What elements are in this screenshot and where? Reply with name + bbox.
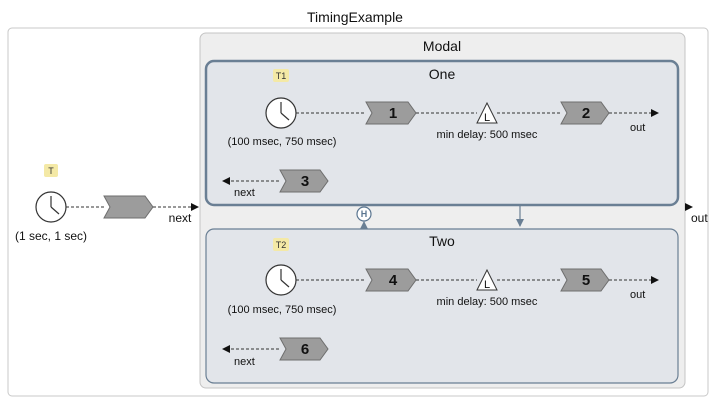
outer-actor[interactable] <box>103 195 154 219</box>
actor-block-number: 2 <box>582 105 590 122</box>
next-port-triangle-icon <box>222 345 230 353</box>
outer-timer-badge <box>44 164 58 177</box>
actor-block-number: 4 <box>389 272 398 289</box>
actor-block-number: 1 <box>389 105 397 122</box>
state-one[interactable] <box>204 59 680 207</box>
actor-block[interactable] <box>365 268 417 292</box>
modal-title: Modal <box>423 38 461 54</box>
state-one-title: One <box>429 66 456 82</box>
outer-timer-label: (1 sec, 1 sec) <box>15 229 87 243</box>
next-port-triangle-icon <box>222 177 230 185</box>
delay-symbol: L <box>484 279 490 291</box>
diagram-title: TimingExample <box>307 9 403 25</box>
delay-symbol: L <box>484 112 490 124</box>
history-symbol: H <box>361 209 368 219</box>
state-two-out-label: out <box>630 289 645 301</box>
clock-icon[interactable] <box>35 191 67 223</box>
delay-triangle-icon[interactable] <box>476 101 498 124</box>
state-one-out-label: out <box>630 122 645 134</box>
state-two-timer-label: (100 msec, 750 msec) <box>228 304 337 316</box>
clock-icon[interactable] <box>265 97 297 129</box>
state-one-delay-label: min delay: 500 msec <box>437 129 538 141</box>
outer-timer-badge-label: T <box>48 166 54 176</box>
state-two-next-label: next <box>234 356 255 368</box>
state-two-delay-label: min delay: 500 msec <box>437 296 538 308</box>
state-one-timer-badge-label: T1 <box>276 71 287 81</box>
actor-block[interactable] <box>560 268 610 292</box>
actor-block-number: 5 <box>582 272 590 289</box>
state-two-timer-badge-label: T2 <box>276 240 287 250</box>
modal-out-label: out <box>691 211 708 225</box>
history-icon[interactable] <box>356 206 372 222</box>
actor-block[interactable] <box>279 169 329 193</box>
delay-triangle-icon[interactable] <box>476 268 498 291</box>
actor-block[interactable] <box>560 101 610 125</box>
actor-block[interactable] <box>365 101 417 125</box>
clock-icon[interactable] <box>265 264 297 296</box>
state-one-timer-label: (100 msec, 750 msec) <box>228 136 337 148</box>
actor-block-number: 6 <box>301 341 309 358</box>
outer-next-label: next <box>169 211 192 225</box>
actor-block[interactable] <box>279 337 329 361</box>
state-one-next-label: next <box>234 187 255 199</box>
actor-block-number: 3 <box>301 173 309 190</box>
state-two-title: Two <box>429 233 455 249</box>
state-one-timer-badge <box>273 69 289 82</box>
state-two-timer-badge <box>273 238 289 251</box>
